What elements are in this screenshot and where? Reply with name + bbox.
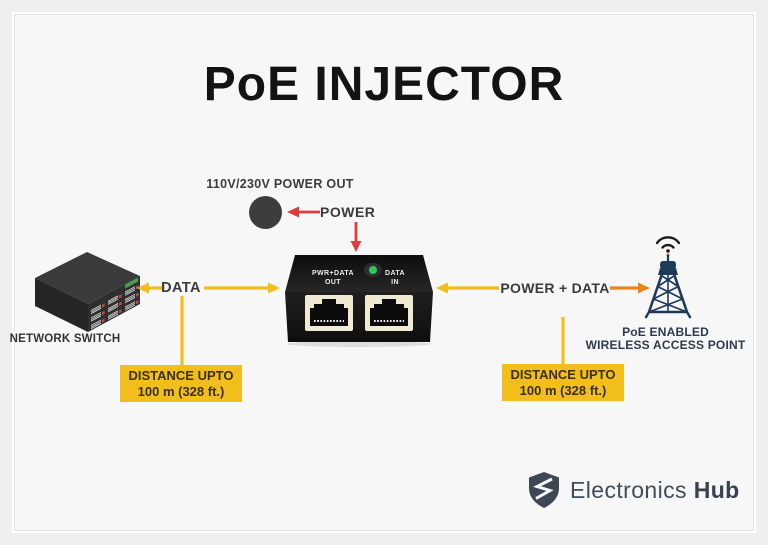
port-in-label-line2: IN bbox=[391, 279, 399, 286]
rj45-port-in bbox=[365, 295, 413, 331]
wifi-icon bbox=[655, 236, 681, 249]
access-point-label: PoE ENABLED WIRELESS ACCESS POINT bbox=[578, 326, 753, 352]
access-point-label-line1: PoE ENABLED bbox=[622, 325, 709, 339]
brand-name: Electronics Hub bbox=[570, 477, 740, 504]
network-switch-label: NETWORK SWITCH bbox=[9, 333, 121, 345]
shield-logo-icon bbox=[529, 472, 559, 508]
power-arrow-label: POWER bbox=[320, 204, 376, 220]
distance-right-line2: 100 m (328 ft.) bbox=[519, 382, 607, 398]
brand-name-regular: Electronics bbox=[570, 476, 687, 503]
power-outlet-icon bbox=[249, 196, 282, 229]
power-data-arrow bbox=[436, 282, 650, 294]
port-out-label-line2: OUT bbox=[325, 279, 341, 286]
access-point-label-line2: WIRELESS ACCESS POINT bbox=[585, 338, 746, 352]
distance-left-line2: 100 m (328 ft.) bbox=[137, 383, 225, 399]
distance-right-line1: DISTANCE UPTO bbox=[510, 366, 616, 382]
power-arrow-to-outlet bbox=[287, 206, 320, 218]
diagram-title: PoE INJECTOR bbox=[203, 58, 565, 111]
port-in-label-line1: DATA bbox=[385, 270, 405, 277]
brand-name-bold: Hub bbox=[693, 476, 740, 503]
wireless-access-point-icon bbox=[644, 236, 692, 319]
distance-left-line1: DISTANCE UPTO bbox=[128, 367, 234, 383]
port-out-label-line1: PWR+DATA bbox=[312, 270, 354, 277]
data-arrow bbox=[137, 282, 280, 294]
power-outlet-label: 110V/230V POWER OUT bbox=[206, 177, 354, 191]
power-data-link-label: POWER + DATA bbox=[500, 280, 610, 296]
distance-callout-left: DISTANCE UPTO 100 m (328 ft.) bbox=[120, 365, 242, 402]
data-link-label: DATA bbox=[161, 280, 201, 296]
poe-injector-icon: PWR+DATA OUT DATA IN bbox=[285, 255, 433, 347]
rj45-port-out bbox=[305, 295, 353, 331]
power-led-icon bbox=[369, 266, 377, 274]
switch-ports bbox=[91, 277, 139, 330]
electronics-hub-logo: Electronics Hub bbox=[527, 471, 740, 509]
distance-callout-right: DISTANCE UPTO 100 m (328 ft.) bbox=[502, 364, 624, 401]
power-arrow-to-injector bbox=[350, 222, 362, 252]
network-switch-icon bbox=[35, 252, 140, 332]
tower-structure bbox=[644, 255, 692, 319]
